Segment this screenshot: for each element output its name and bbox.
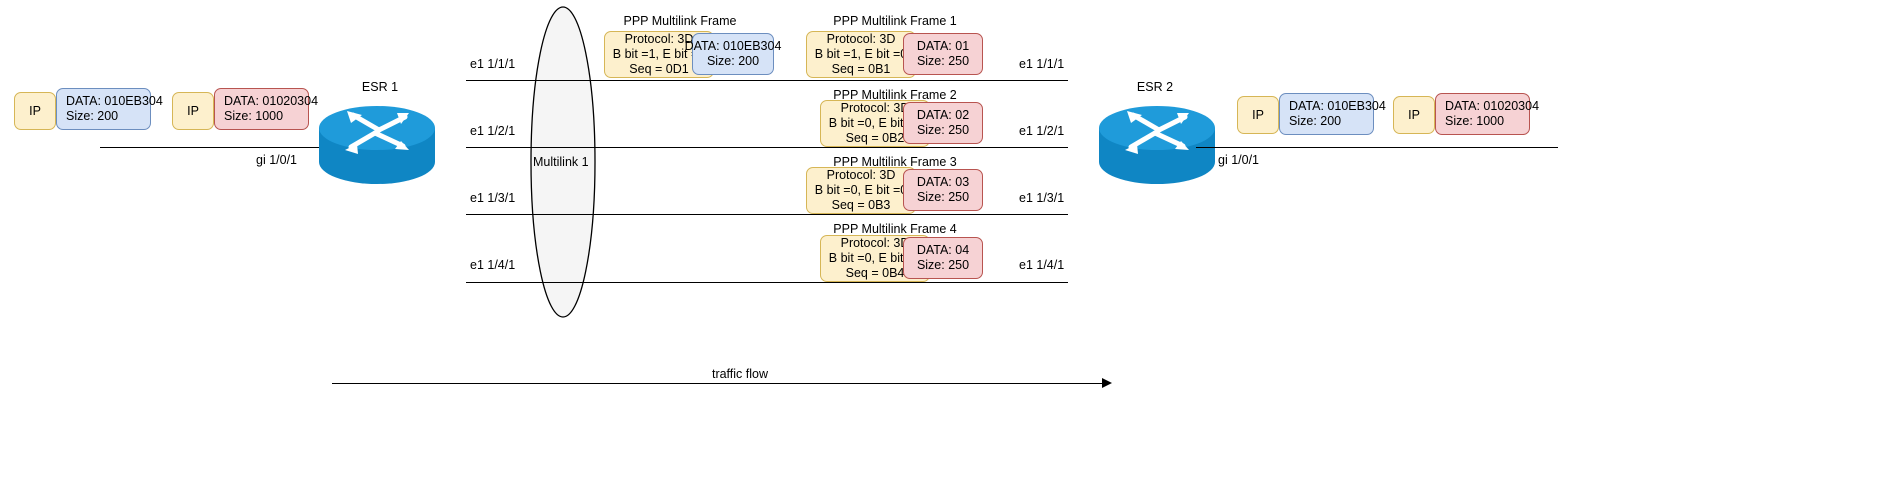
link-row-4-right-port: e1 1/4/1 [1019, 258, 1065, 272]
left-packet-1-data-line1: DATA: 010EB304 [66, 94, 163, 108]
link-row-4-frame-title: PPP Multilink Frame 4 [833, 222, 957, 236]
right-packet-1-data-line2: Size: 200 [1289, 114, 1342, 128]
link-row-1-frame-b-title: PPP Multilink Frame 1 [833, 14, 957, 28]
right-lan-link-line [1196, 147, 1558, 148]
left-router-title: ESR 1 [361, 80, 399, 94]
left-packet-2-data-line2: Size: 1000 [224, 109, 284, 123]
multilink-bundle-ellipse [528, 5, 598, 325]
link-row-4-line [466, 282, 1068, 283]
link-row-3-right-port: e1 1/3/1 [1019, 191, 1065, 205]
right-packet-1-ip-label: IP [1252, 107, 1264, 122]
link-row-1-frame-a-payload: DATA: 010EB304 Size: 200 [685, 33, 781, 75]
frame-2-proto-line2: B bit =0, E bit =0 [828, 116, 922, 130]
frame-a-proto-line3: Seq = 0D1 [629, 62, 689, 76]
link-row-1-left-port: e1 1/1/1 [470, 57, 516, 71]
left-interface-label: gi 1/0/1 [256, 153, 298, 167]
right-packet-1-payload: DATA: 010EB304 Size: 200 [1279, 93, 1386, 135]
link-row-1-line [466, 80, 1068, 81]
link-row-2-frame-title: PPP Multilink Frame 2 [833, 88, 957, 102]
left-packet-1-payload: DATA: 010EB304 Size: 200 [56, 88, 163, 130]
left-lan-link-line [100, 147, 380, 148]
frame-a-proto-line2: B bit =1, E bit =1 [612, 47, 706, 61]
frame-a-proto-line1: Protocol: 3D [624, 32, 694, 46]
frame-b-data-line1: DATA: 01 [916, 39, 970, 53]
traffic-flow-arrow-head [1102, 378, 1112, 388]
right-packet-2-ip-label: IP [1408, 107, 1420, 122]
frame-a-data-line2: Size: 200 [706, 54, 760, 68]
frame-3-proto-line2: B bit =0, E bit =0 [814, 183, 908, 197]
right-router-title: ESR 2 [1136, 80, 1174, 94]
frame-b-proto-line2: B bit =1, E bit =0 [814, 47, 908, 61]
left-packet-2-data-line1: DATA: 01020304 [224, 94, 319, 108]
link-row-2-left-port: e1 1/2/1 [470, 124, 516, 138]
link-row-3-left-port: e1 1/3/1 [470, 191, 516, 205]
link-row-1-frame-b-payload: DATA: 01 Size: 250 [903, 33, 983, 75]
link-row-4-left-port: e1 1/4/1 [470, 258, 516, 272]
frame-4-proto-line2: B bit =0, E bit =1 [828, 251, 922, 265]
link-row-2-line [466, 147, 1068, 148]
link-row-2-right-port: e1 1/2/1 [1019, 124, 1065, 138]
link-row-3-frame-header: Protocol: 3D B bit =0, E bit =0 Seq = 0B… [806, 167, 916, 214]
frame-3-proto-line3: Seq = 0B3 [831, 198, 891, 212]
link-row-1-frame-a-title: PPP Multilink Frame [623, 14, 737, 28]
link-row-2-frame-payload: DATA: 02 Size: 250 [903, 102, 983, 144]
link-row-1-right-port: e1 1/1/1 [1019, 57, 1065, 71]
frame-3-data-line1: DATA: 03 [916, 175, 970, 189]
frame-b-proto-line1: Protocol: 3D [826, 32, 896, 46]
frame-2-proto-line1: Protocol: 3D [840, 101, 910, 115]
link-row-3-frame-title: PPP Multilink Frame 3 [833, 155, 957, 169]
left-packet-2-ip-header: IP [172, 92, 214, 130]
link-row-1-frame-b-header: Protocol: 3D B bit =1, E bit =0 Seq = 0B… [806, 31, 916, 78]
left-packet-1-ip-header: IP [14, 92, 56, 130]
frame-a-data-line1: DATA: 010EB304 [684, 39, 782, 53]
frame-4-proto-line1: Protocol: 3D [840, 236, 910, 250]
left-packet-1-data-line2: Size: 200 [66, 109, 119, 123]
frame-2-data-line2: Size: 250 [916, 123, 970, 137]
frame-3-data-line2: Size: 250 [916, 190, 970, 204]
link-row-4-frame-payload: DATA: 04 Size: 250 [903, 237, 983, 279]
right-packet-1-data-line1: DATA: 010EB304 [1289, 99, 1386, 113]
left-packet-2-ip-label: IP [187, 103, 199, 118]
link-row-3-frame-payload: DATA: 03 Size: 250 [903, 169, 983, 211]
left-packet-2-payload: DATA: 01020304 Size: 1000 [214, 88, 318, 130]
right-router-icon [1097, 100, 1217, 195]
frame-4-data-line2: Size: 250 [916, 258, 970, 272]
traffic-flow-arrow-line [332, 383, 1104, 384]
right-packet-2-ip-header: IP [1393, 96, 1435, 134]
right-packet-2-data-line2: Size: 1000 [1445, 114, 1505, 128]
multilink-bundle-label: Multilink 1 [533, 155, 589, 169]
frame-2-proto-line3: Seq = 0B2 [845, 131, 905, 145]
frame-3-proto-line1: Protocol: 3D [826, 168, 896, 182]
frame-4-proto-line3: Seq = 0B4 [845, 266, 905, 280]
left-packet-1-ip-label: IP [29, 103, 41, 118]
right-packet-2-data-line1: DATA: 01020304 [1445, 99, 1540, 113]
frame-4-data-line1: DATA: 04 [916, 243, 970, 257]
right-packet-2-payload: DATA: 01020304 Size: 1000 [1435, 93, 1539, 135]
traffic-flow-label: traffic flow [711, 367, 769, 381]
right-packet-1-ip-header: IP [1237, 96, 1279, 134]
right-interface-label: gi 1/0/1 [1218, 153, 1260, 167]
frame-2-data-line1: DATA: 02 [916, 108, 970, 122]
left-router-icon [317, 100, 437, 195]
link-row-3-line [466, 214, 1068, 215]
frame-b-proto-line3: Seq = 0B1 [831, 62, 891, 76]
frame-b-data-line2: Size: 250 [916, 54, 970, 68]
